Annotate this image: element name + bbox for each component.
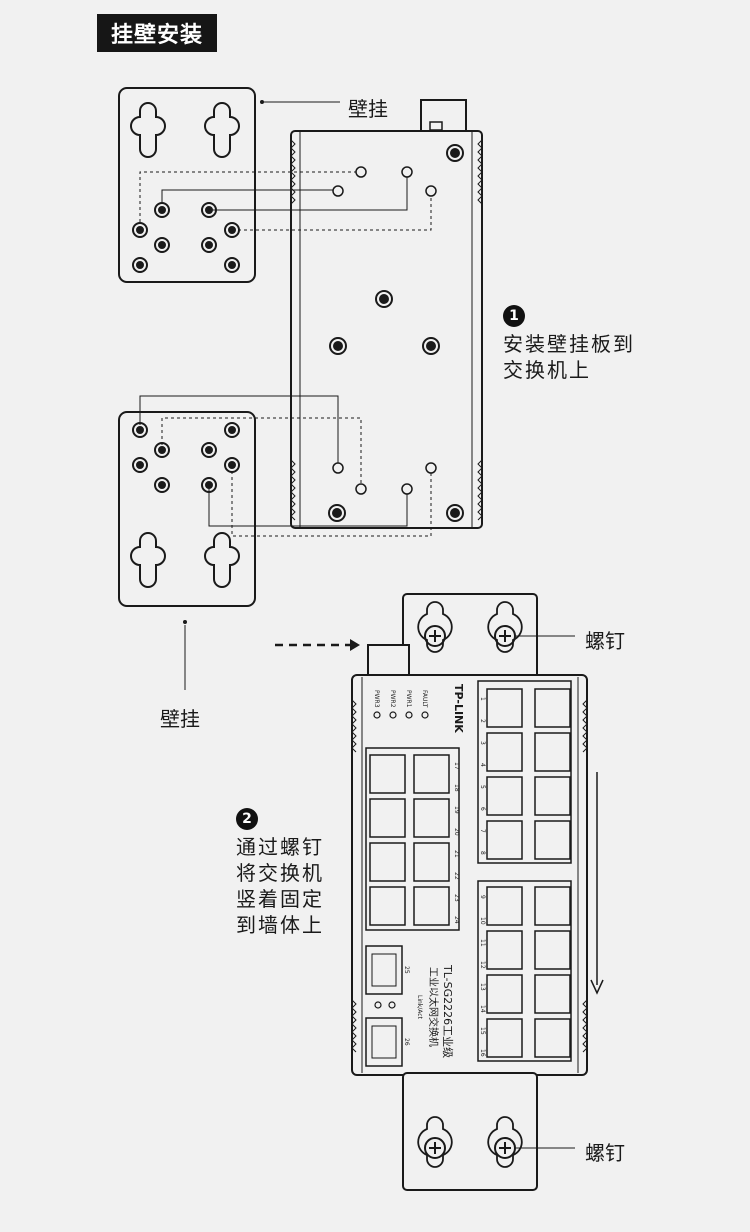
step-2-line-3: 竖着固定: [236, 887, 324, 911]
port-group-17-24: [365, 747, 460, 931]
port-number: 2: [479, 719, 486, 723]
port-number: 18: [453, 784, 460, 792]
port-number: 6: [479, 807, 486, 811]
ethernet-port-icons: [486, 886, 571, 1058]
switch-front-panel: [351, 674, 588, 1076]
step-2-line-1: 通过螺钉: [236, 835, 324, 859]
mount-plate-top: [402, 593, 538, 687]
step-2: 2 通过螺钉 将交换机 竖着固定 到墙体上: [236, 803, 324, 938]
port-number: 14: [479, 1005, 486, 1013]
screw-icon: [424, 1137, 446, 1159]
sfp-port-25: [365, 945, 403, 995]
led-label-fault: FAULT: [421, 690, 428, 708]
port-number: 17: [453, 762, 460, 770]
screw-icon: [494, 625, 516, 647]
wall-mount-label-bottom: 壁挂: [160, 707, 200, 731]
port-number: 3: [479, 741, 486, 745]
section-title: 挂壁安装: [97, 14, 217, 52]
brand-logo: TP-LINK: [452, 684, 465, 733]
port-number: 5: [479, 785, 486, 789]
port-number: 13: [479, 983, 486, 991]
mount-plate-bottom: [402, 1072, 538, 1191]
port-number: 11: [479, 939, 486, 947]
port-number: 23: [453, 894, 460, 902]
port-number: 4: [479, 763, 486, 767]
terminal-block-top: [420, 99, 467, 133]
keyhole-slot-icon: [130, 101, 166, 158]
port-number: 20: [453, 828, 460, 836]
alignment-guides-top: [139, 171, 432, 231]
port-number: 10: [479, 917, 486, 925]
port-group-1-8: [477, 680, 572, 864]
led-label-pwr3: PWR3: [373, 690, 380, 708]
keyhole-slot-icon: [204, 531, 240, 588]
sfp-port-26: [365, 1017, 403, 1067]
model-subtitle: 工业以太网交换机: [427, 967, 440, 1047]
step-1-number: 1: [503, 305, 525, 327]
model-name: TL-SG2226工业级: [441, 964, 454, 1058]
port-number: 15: [479, 1027, 486, 1035]
port-number: 16: [479, 1049, 486, 1057]
port-number: 9: [479, 895, 486, 899]
port-number: 24: [453, 916, 460, 924]
screw-icon: [494, 1137, 516, 1159]
bracket-holes-top: [132, 202, 240, 273]
screw-label-bottom: 螺钉: [585, 1141, 625, 1165]
switch-screw-holes: [328, 144, 464, 522]
keyhole-slot-icon: [130, 531, 166, 588]
wall-mount-label-top: 壁挂: [348, 97, 388, 121]
port-number-26: 26: [403, 1038, 410, 1046]
alignment-guides-bottom: [139, 395, 432, 537]
port-number: 8: [479, 851, 486, 855]
screw-icon: [424, 625, 446, 647]
led-label-pwr1: PWR1: [405, 690, 412, 708]
link-act-label: Link/Act: [416, 995, 423, 1020]
wall-bracket-bottom: [118, 411, 256, 607]
led-label-pwr2: PWR2: [389, 690, 396, 708]
screw-label-top: 螺钉: [585, 629, 625, 653]
port-number: 12: [479, 961, 486, 969]
port-number: 21: [453, 850, 460, 858]
port-number: 22: [453, 872, 460, 880]
keyhole-slot-icon: [204, 101, 240, 158]
status-led-icons: [373, 711, 429, 719]
terminal-block: [367, 644, 410, 679]
port-group-9-16: [477, 880, 572, 1062]
step-2-number: 2: [236, 808, 258, 830]
ethernet-port-icons: [486, 688, 571, 860]
step-2-line-4: 到墙体上: [236, 913, 324, 937]
step-2-line-2: 将交换机: [236, 861, 324, 885]
switch-back-panel: [290, 130, 483, 529]
port-number: 7: [479, 829, 486, 833]
step-1-line-1: 安装壁挂板到: [503, 332, 635, 356]
wall-bracket-top: [118, 87, 256, 283]
port-number-25: 25: [403, 966, 410, 974]
step-1-line-2: 交换机上: [503, 358, 591, 382]
port-number: 1: [479, 697, 486, 701]
port-number: 19: [453, 806, 460, 814]
ethernet-port-icons: [369, 754, 450, 926]
step-1: 1 安装壁挂板到 交换机上: [503, 300, 635, 383]
